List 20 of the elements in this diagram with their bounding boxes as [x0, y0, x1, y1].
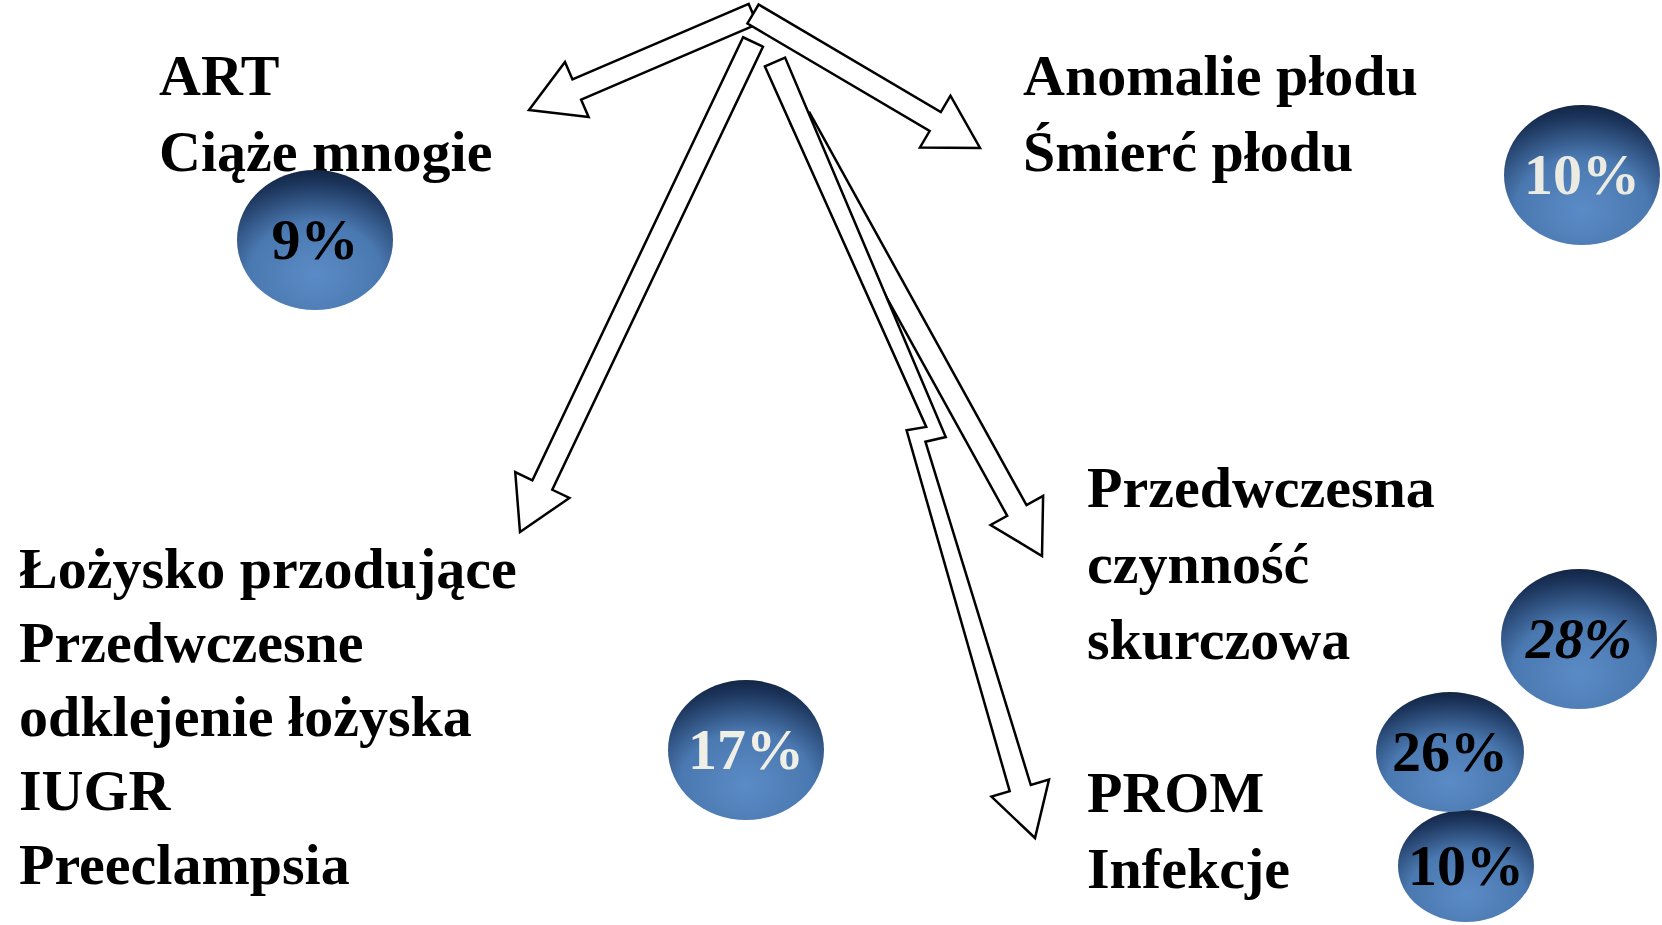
label-text: Przedwczesna czynność skurczowa: [1087, 454, 1436, 674]
label-text: PROM: [1087, 759, 1266, 827]
block-arrow: [745, 2, 983, 150]
percent-label: 10%: [1408, 837, 1524, 895]
percent-label: 9%: [271, 211, 359, 269]
label-text: Ciąże mnogie: [159, 118, 494, 186]
label-text: Anomalie płodu: [1023, 42, 1419, 110]
percent-label: 17%: [688, 721, 804, 779]
label-text: ART: [159, 42, 281, 110]
label-text: Przedwczesne odklejenie łożyska: [19, 609, 473, 751]
label-text: Preeclampsia: [19, 831, 351, 899]
label-text: Łożysko przodujące: [19, 535, 518, 603]
label-text: IUGR: [19, 757, 172, 825]
label-text: Infekcje: [1087, 835, 1291, 903]
label-text: Śmierć płodu: [1023, 118, 1355, 186]
percent-label: 10%: [1524, 146, 1640, 204]
percent-label: 26%: [1392, 723, 1508, 781]
block-arrow: [513, 35, 765, 535]
block-arrow: [763, 55, 1051, 841]
percent-label: 28%: [1525, 610, 1633, 668]
